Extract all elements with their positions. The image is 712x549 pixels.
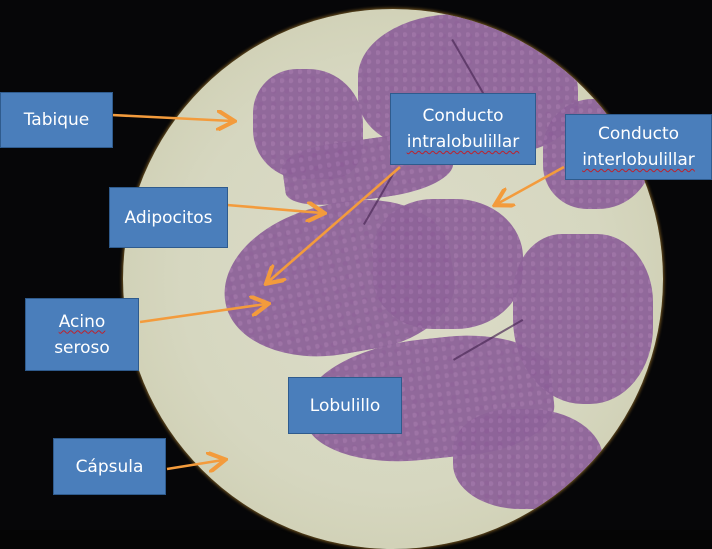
arrow-conducto-interlobulillar (497, 165, 565, 204)
lobule-bottom-right (453, 409, 603, 509)
label-lobulillo: Lobulillo (288, 377, 402, 434)
arrow-conducto-intralobulillar (268, 166, 401, 282)
label-text-line2: intralobulillar (406, 132, 520, 152)
label-text: Adipocitos (124, 207, 213, 228)
label-text-line1: Acino (58, 311, 106, 332)
label-text: Tabique (23, 110, 90, 130)
arrow-adipocitos (226, 205, 322, 213)
label-text-line1: Conducto (597, 124, 680, 144)
label-text-line2: interlobulillar (582, 150, 695, 170)
arrow-capsula (166, 460, 223, 469)
lobule-center-right (373, 199, 523, 329)
label-capsula: Cápsula (53, 438, 166, 495)
label-text-line1: Conducto (422, 106, 504, 126)
label-tabique: Tabique (0, 92, 113, 148)
label-text-line2: seroso (54, 337, 110, 358)
arrows-layer (111, 0, 565, 530)
label-adipocitos: Adipocitos (109, 187, 228, 248)
lobule-right (513, 234, 653, 404)
arrow-acino-seroso (139, 304, 266, 324)
label-conducto-interlobulillar: Conducto interlobulillar (565, 114, 712, 180)
label-text: Lobulillo (309, 395, 381, 416)
label-acino-seroso: Acino seroso (25, 298, 139, 371)
label-text: Cápsula (75, 456, 144, 477)
label-conducto-intralobulillar: Conducto intralobulillar (390, 93, 536, 165)
arrow-tabique (111, 115, 232, 121)
